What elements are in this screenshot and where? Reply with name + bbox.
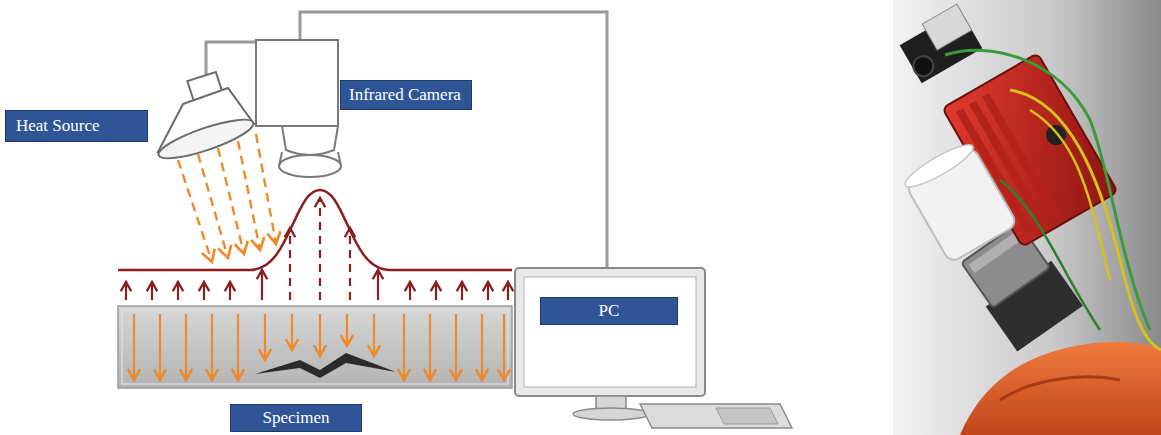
label-text: Heat Source [16, 116, 100, 136]
label-box: PC [540, 297, 678, 325]
pc-monitor [515, 268, 705, 420]
label-text: Infrared Camera [349, 85, 461, 105]
label-box: Infrared Camera [340, 80, 472, 110]
heat-arrow [178, 134, 276, 262]
temperature-curve [118, 190, 512, 270]
keyboard [640, 404, 792, 428]
infrared-camera [256, 40, 341, 177]
label-text: Specimen [262, 408, 329, 428]
label-text: PC [599, 301, 620, 321]
wire [206, 12, 607, 268]
defect-crack [255, 353, 396, 378]
robot-photo [893, 0, 1161, 435]
specimen-slab [118, 306, 512, 388]
heat-flow-arrow [134, 314, 504, 380]
emission-arrow [126, 270, 508, 300]
label-box: Specimen [230, 404, 362, 432]
emission-arrow-dashed [290, 198, 350, 300]
label-box: Heat Source [5, 110, 148, 142]
heat-source-lamp [155, 72, 257, 166]
